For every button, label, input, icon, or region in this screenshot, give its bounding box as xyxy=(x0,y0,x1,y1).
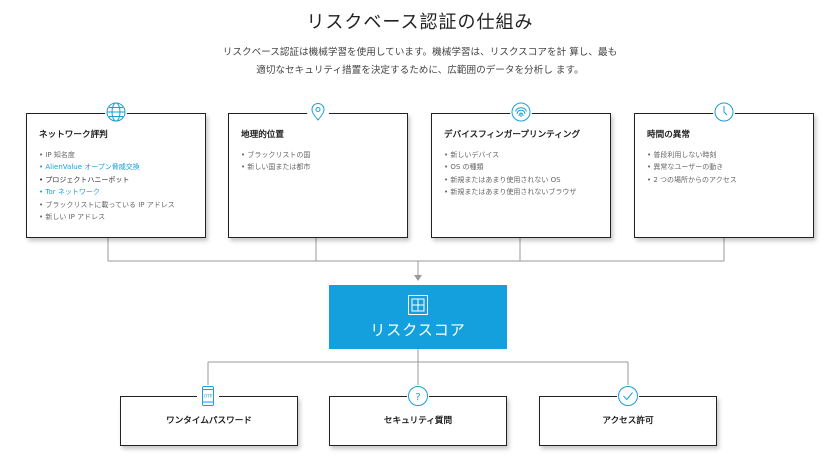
list-item: • 新しいデバイス xyxy=(444,151,500,159)
subtitle-line-2: 適切なセキュリティ措置を決定するために、広範囲のデータを分析し ます。 xyxy=(256,65,584,76)
card-geolocation: 地理的位置 • ブラックリストの国 • 新しい国または都市 xyxy=(228,113,408,238)
risk-score-box: リスクスコア xyxy=(329,285,507,349)
card-time-anomaly: 時間の異常 • 普段利用しない時刻 • 異常なユーザーの動き • 2 つの場所か… xyxy=(634,113,814,238)
list-item: • 普段利用しない時刻 xyxy=(647,151,717,159)
clock-icon xyxy=(713,101,735,123)
globe-icon xyxy=(105,101,127,123)
list-item-link[interactable]: • AlienValue オープン脅威交換 xyxy=(39,163,140,172)
list-item: • IP 知名度 xyxy=(39,151,75,159)
list-item: • 新規またはあまり使用されないブラウザ xyxy=(444,188,577,197)
svg-text:OTP: OTP xyxy=(204,394,213,399)
card-title: ネットワーク評判 xyxy=(39,130,108,140)
list-item: • 異常なユーザーの動き xyxy=(647,163,724,172)
card-title: 時間の異常 xyxy=(647,130,690,140)
fingerprint-icon xyxy=(510,101,532,123)
list-item-link[interactable]: • Tor ネットワーク xyxy=(39,188,100,197)
outcome-security-question: セキュリティ質問 xyxy=(329,396,507,446)
otp-phone-icon: OTP xyxy=(197,385,219,407)
list-item: • OS の種類 xyxy=(444,163,484,172)
location-pin-icon xyxy=(307,101,329,123)
svg-text:?: ? xyxy=(415,392,420,403)
risk-score-label: リスクスコア xyxy=(370,321,466,339)
list-item-link[interactable]: • プロジェクトハニーポット xyxy=(39,175,130,184)
list-item: • ブラックリストの国 xyxy=(241,151,311,159)
list-item: • 2 つの場所からのアクセス xyxy=(647,175,737,184)
risk-score-icon xyxy=(408,295,428,315)
list-item: • ブラックリストに載っている IP アドレス xyxy=(39,200,175,209)
page-title: リスクベース認証の仕組み xyxy=(306,12,534,33)
card-title: 地理的位置 xyxy=(241,130,284,140)
card-network-reputation: ネットワーク評判 • IP 知名度 • AlienValue オープン脅威交換 … xyxy=(26,113,206,238)
question-icon: ? xyxy=(407,385,429,407)
list-item: • 新しい IP アドレス xyxy=(39,213,106,222)
page-subtitle: リスクベース認証は機械学習を使用しています。機械学習は、リスクスコアを計 算し、… xyxy=(0,44,840,80)
list-item: • 新規またはあまり使用されない OS xyxy=(444,175,561,184)
checkmark-icon xyxy=(617,385,639,407)
list-item: • 新しい国または都市 xyxy=(241,163,311,172)
card-device-fingerprinting: デバイスフィンガープリンティング • 新しいデバイス • OS の種類 • 新規… xyxy=(431,113,611,238)
card-title: デバイスフィンガープリンティング xyxy=(444,130,581,140)
subtitle-line-1: リスクベース認証は機械学習を使用しています。機械学習は、リスクスコアを計 算し、… xyxy=(222,47,618,58)
